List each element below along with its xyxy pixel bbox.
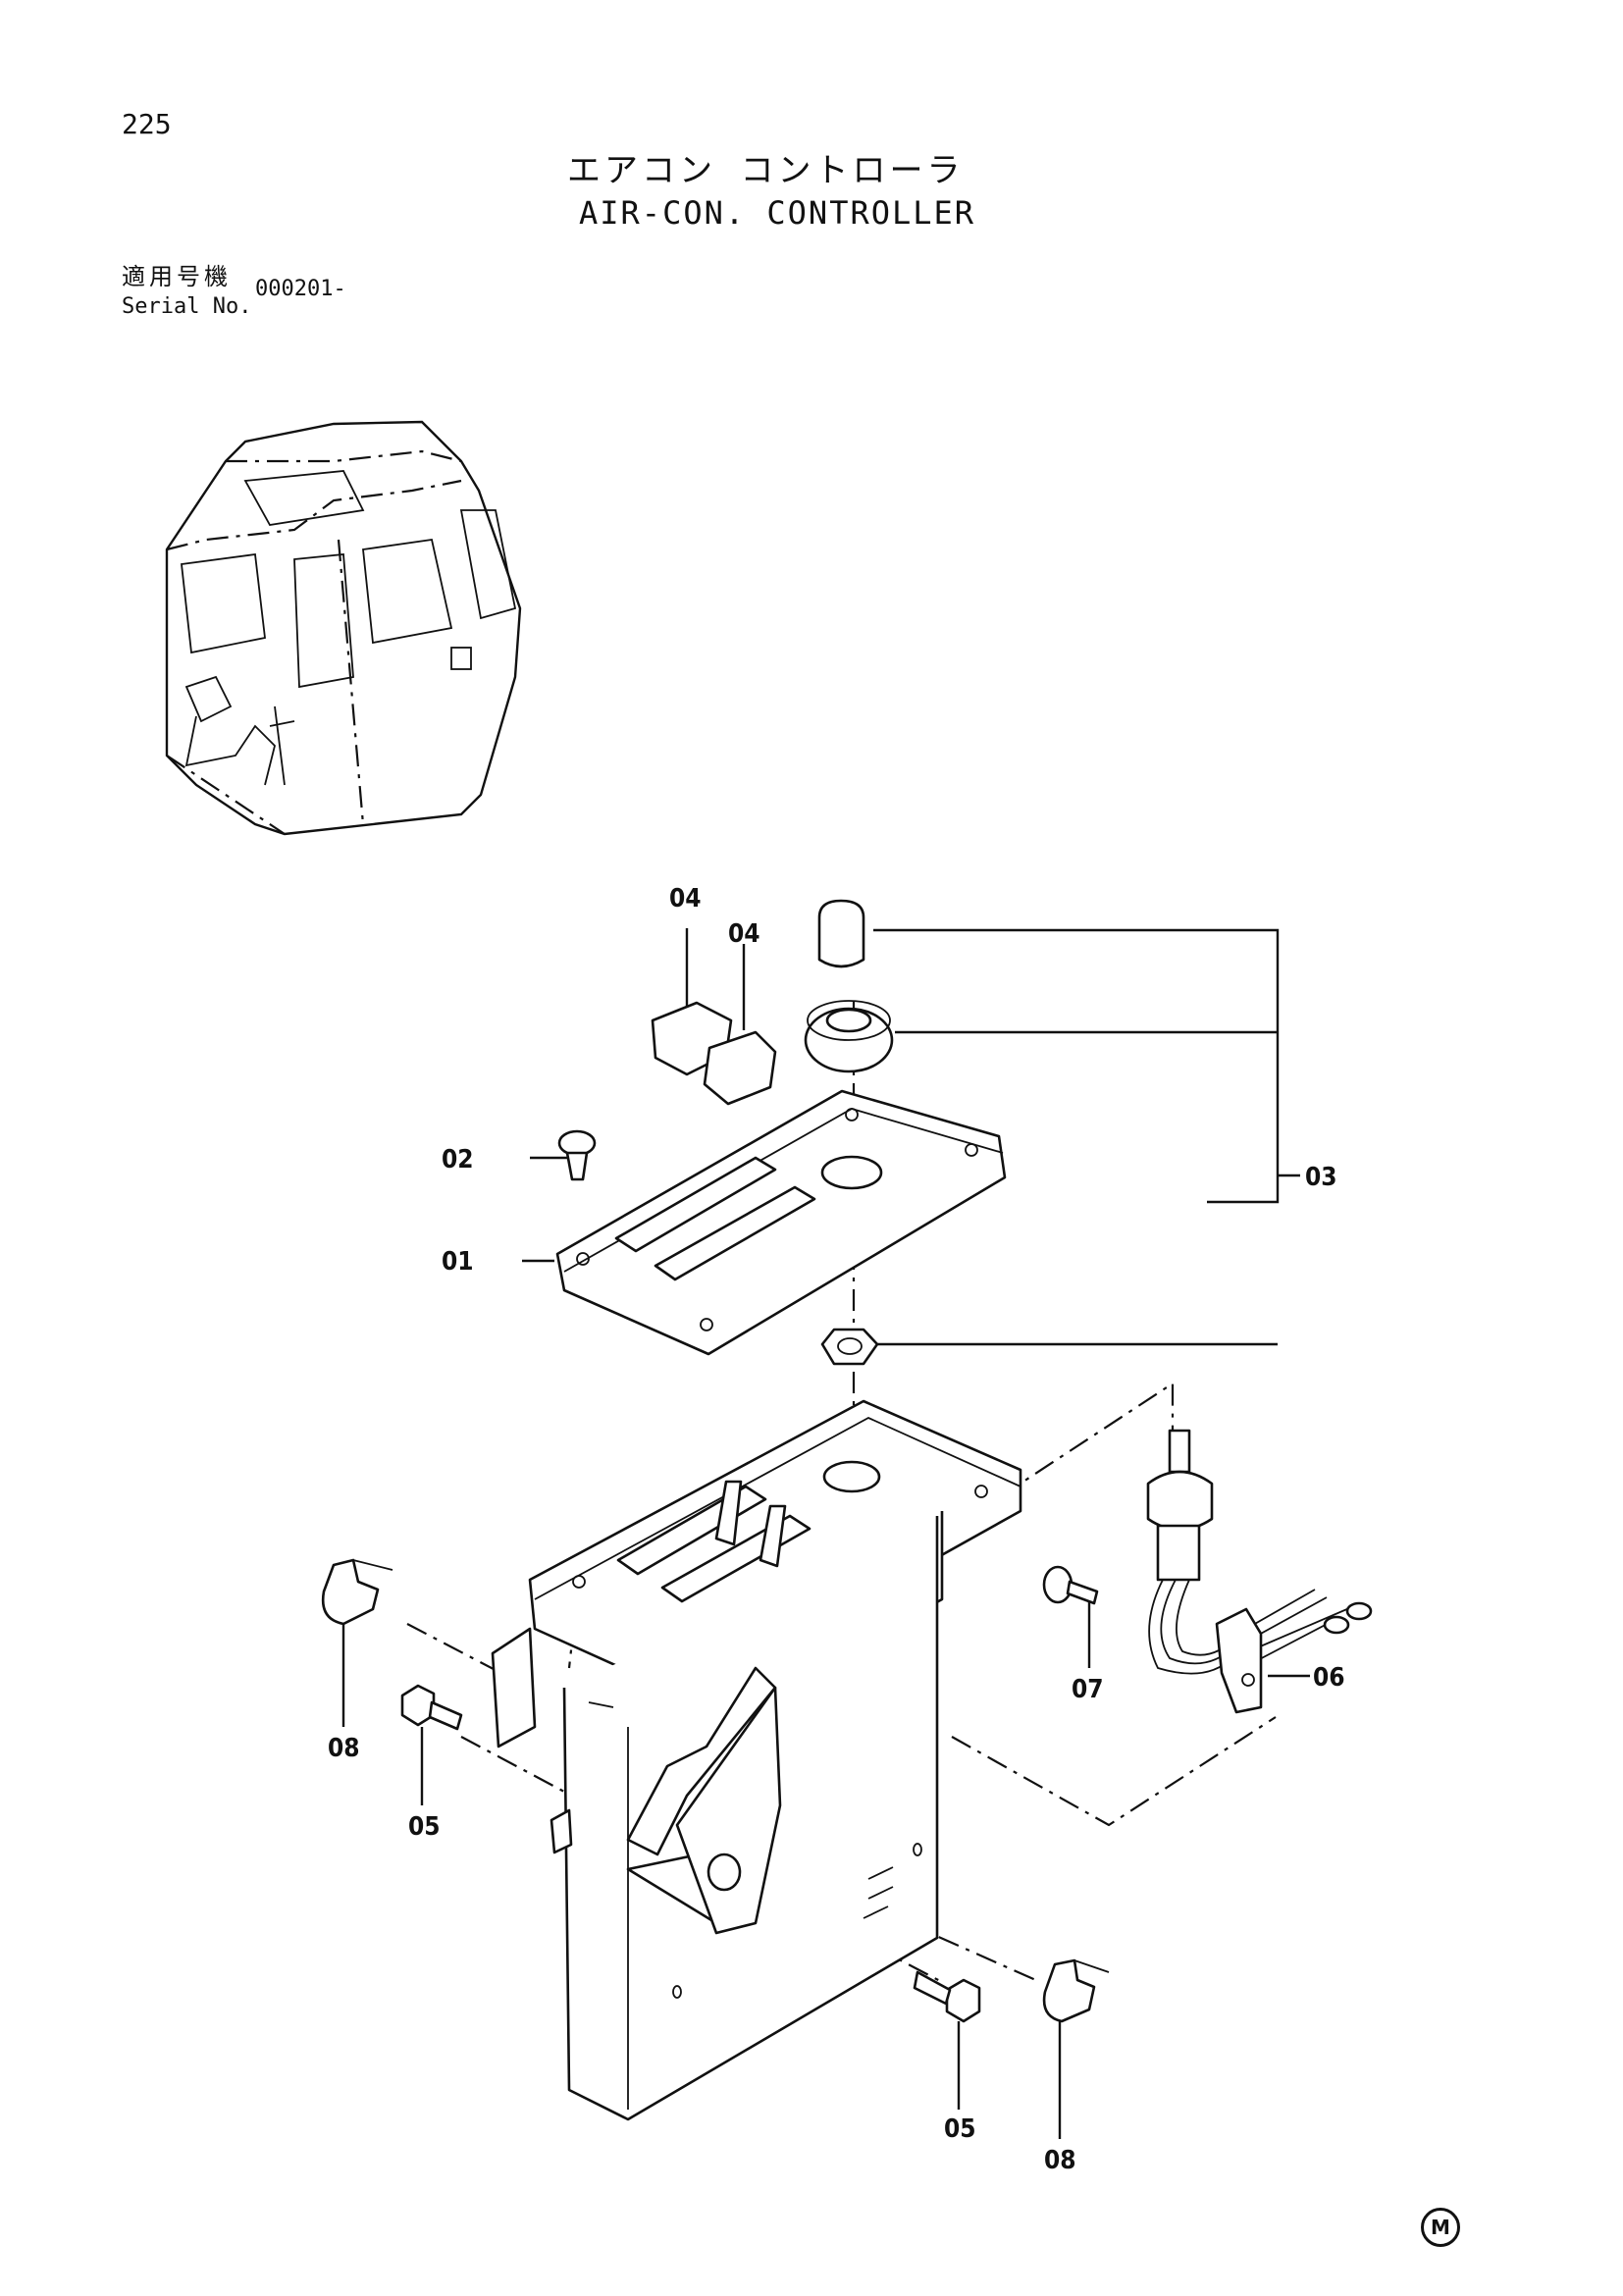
potentiometer-switch [1146,1429,1214,1582]
callout-03: 03 [1305,1163,1337,1192]
harness-clip-right [1042,1958,1110,2023]
wire-clamp [1215,1607,1263,1714]
page-title-japanese: エアコン コントローラ [567,151,965,190]
callout-07: 07 [1072,1675,1104,1704]
hex-bolt-lower [913,1970,981,2023]
manual-mark-badge: M [1421,2208,1460,2247]
knob-ring [804,1000,894,1073]
controller-bracket [491,1399,1022,2121]
knob-cap [817,899,865,968]
callout-08-right: 08 [1044,2146,1076,2175]
serial-number-value: 000201- [255,277,346,301]
serial-label: Serial No. [122,294,252,319]
callout-05-upper: 05 [408,1812,441,1842]
cover-plate [555,1089,1007,1356]
push-clip [557,1129,597,1181]
screw-with-washer [1042,1565,1099,1605]
serial-label-japanese: 適用号機 [122,263,232,290]
harness-clip-left [321,1558,393,1626]
callout-02: 02 [442,1145,474,1174]
callout-04-left: 04 [669,884,702,913]
page-number: 225 [122,108,172,140]
lever-knob-right [703,1030,777,1106]
hex-bolt-upper [400,1684,463,1731]
callout-08-left: 08 [328,1734,360,1763]
callout-05-lower: 05 [944,2114,976,2144]
callout-01: 01 [442,1247,474,1277]
wire-harness [1148,1579,1373,1675]
page-title: AIR-CON. CONTROLLER [579,194,976,232]
lock-nut [820,1328,879,1366]
callout-04-right: 04 [728,919,760,949]
callout-06: 06 [1313,1663,1345,1693]
cab-location-thumbnail [165,420,522,836]
